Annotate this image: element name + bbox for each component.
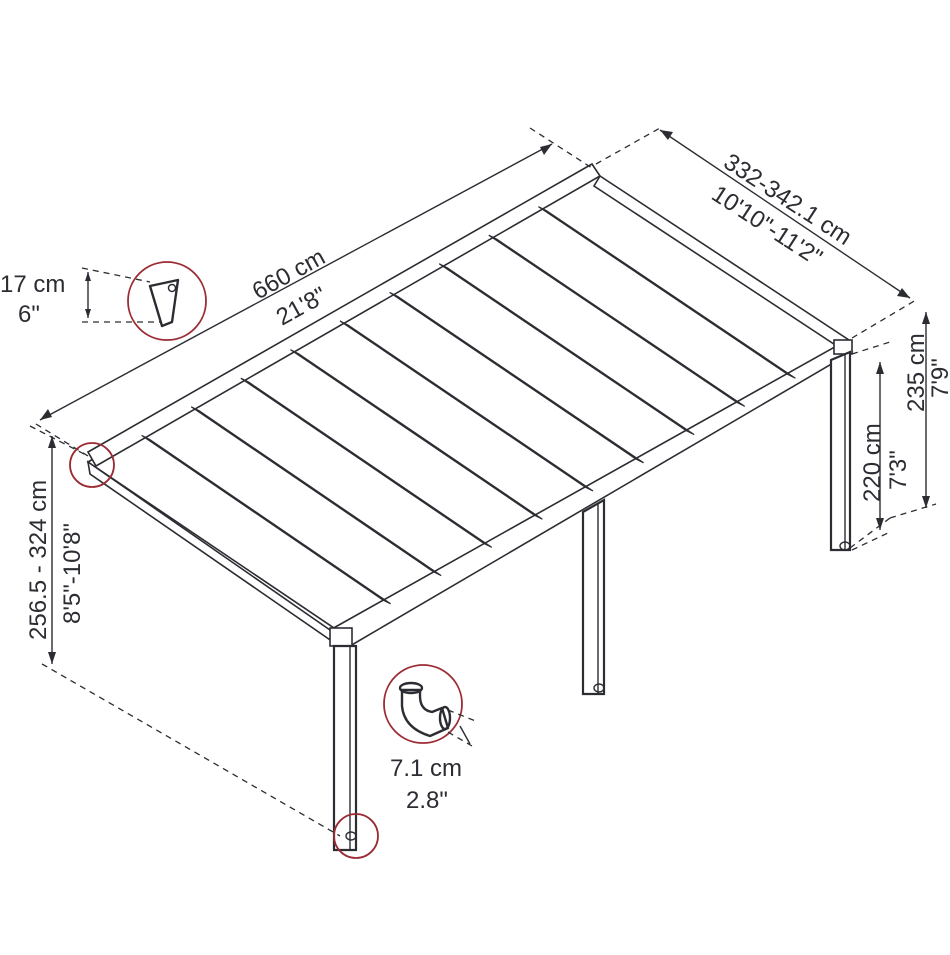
rafter-bar (190, 406, 442, 577)
front-height-imperial-label: 7'3" (885, 450, 912, 490)
front-height-metric-label: 220 cm (859, 423, 886, 502)
rafter-bar (438, 263, 695, 436)
front-left-corner-cap (329, 627, 353, 647)
dimension-front-height: 220 cm 7'3" (851, 341, 912, 551)
roof (86, 162, 854, 647)
rafter-bar (389, 291, 644, 464)
wall-height-imperial-label: 8'5"-10'8" (59, 523, 86, 624)
bracket-imperial-label: 6" (18, 301, 40, 328)
rafter-bar (240, 377, 493, 548)
downspout-callout: 7.1 cm 2.8" (383, 664, 479, 814)
rafter-bar (141, 434, 391, 605)
dimension-back-height: 235 cm 7'9" (849, 312, 950, 549)
downspout-imperial-label: 2.8" (406, 787, 448, 814)
rafter-bar (290, 349, 543, 520)
post-middle (581, 498, 606, 696)
back-height-metric-label: 235 cm (903, 333, 930, 412)
back-height-imperial-label: 7'9" (927, 358, 950, 398)
post-base-icon (333, 813, 379, 859)
rafters (141, 206, 796, 605)
posts (332, 350, 852, 852)
dimension-wall-height: 256.5 - 324 cm 8'5"-10'8" (25, 425, 341, 837)
post-right (829, 350, 852, 552)
rafter-bar (488, 234, 746, 407)
rafter-bar (339, 320, 594, 492)
bracket-callout: 17 cm 6" (0, 261, 207, 341)
wall-corner-icon (69, 442, 115, 488)
downspout-elbow-icon (383, 664, 463, 744)
post-left (332, 644, 358, 852)
downspout-metric-label: 7.1 cm (390, 755, 462, 782)
bracket-metric-label: 17 cm (0, 271, 65, 298)
rafter-bar (538, 206, 796, 379)
bracket-callout-icon (127, 261, 207, 341)
wall-height-metric-label: 256.5 - 324 cm (25, 480, 52, 640)
